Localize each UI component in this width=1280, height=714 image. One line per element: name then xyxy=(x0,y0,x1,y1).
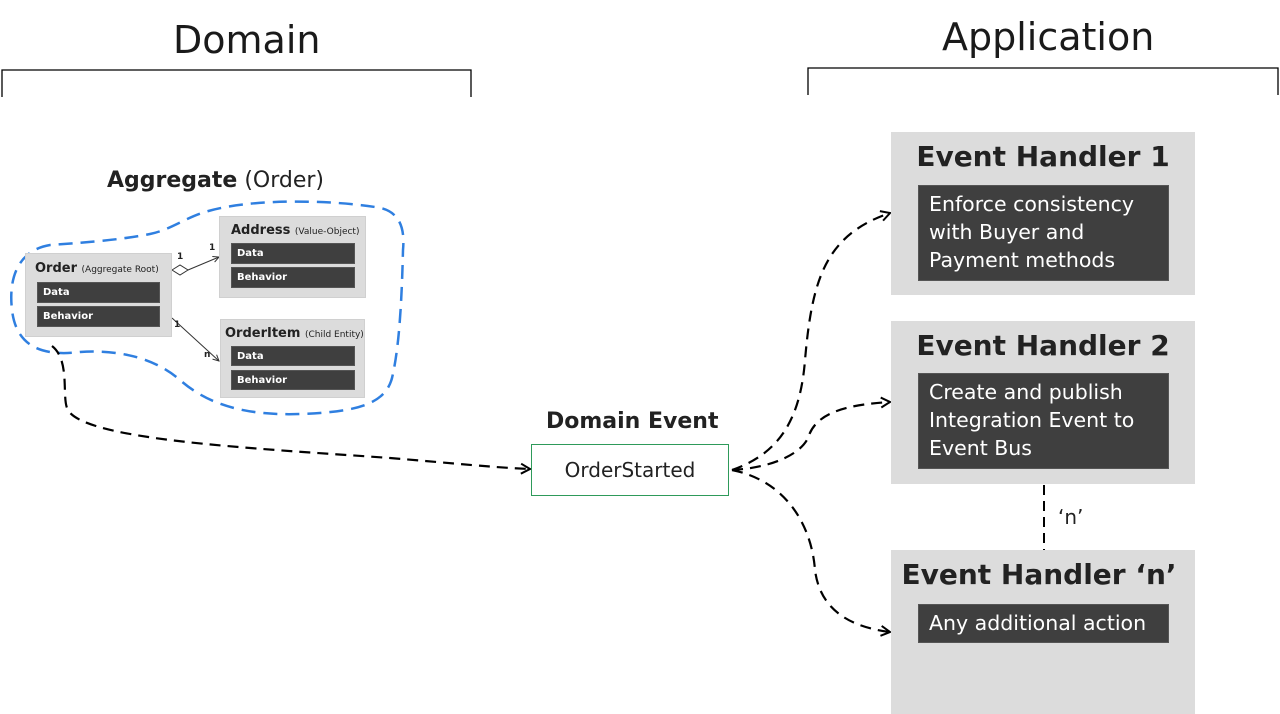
address-entity-name: Address (Value-Object) xyxy=(231,223,359,238)
domain-event-title: Domain Event xyxy=(546,409,719,434)
order-entity: Order (Aggregate Root) Data Behavior xyxy=(25,253,172,337)
order-item-entity: OrderItem (Child Entity) Data Behavior xyxy=(220,319,365,398)
event-handler-1-description: Enforce consistency with Buyer and Payme… xyxy=(918,185,1169,281)
order-to-event-arrow xyxy=(51,345,530,469)
application-bracket xyxy=(807,67,1279,95)
mult-order-address-src: 1 xyxy=(177,252,184,262)
mult-order-address-dst: 1 xyxy=(209,243,216,253)
n-connector-label: ‘n’ xyxy=(1058,505,1084,529)
event-handler-n: Event Handler ‘n’ Any additional action xyxy=(891,550,1195,714)
application-title: Application xyxy=(942,15,1155,59)
handler-1-line-2: with Buyer and xyxy=(929,220,1085,244)
order-address-line xyxy=(187,257,219,271)
order-name: Order xyxy=(35,261,77,276)
event-handler-1: Event Handler 1 Enforce consistency with… xyxy=(891,132,1195,295)
address-behavior-bar: Behavior xyxy=(231,267,355,288)
handler-1-line-3: Payment methods xyxy=(929,248,1116,272)
event-handler-2-title: Event Handler 2 xyxy=(916,329,1170,362)
address-data-bar: Data xyxy=(231,243,355,264)
address-stereotype: (Value-Object) xyxy=(294,227,360,237)
handler-2-line-2: Integration Event to xyxy=(929,408,1135,432)
aggregate-title-rest: (Order) xyxy=(237,168,325,193)
aggregate-title-bold: Aggregate xyxy=(107,168,238,193)
mult-order-item-src: 1 xyxy=(174,320,181,330)
aggregate-boundary xyxy=(10,200,405,416)
order-item-name: OrderItem xyxy=(225,326,301,341)
handler-2-line-3: Event Bus xyxy=(929,436,1032,460)
domain-title: Domain xyxy=(173,18,321,62)
event-handler-n-description: Any additional action xyxy=(918,604,1169,643)
event-handler-2-description: Create and publish Integration Event to … xyxy=(918,373,1169,469)
order-behavior-bar: Behavior xyxy=(37,306,160,327)
order-item-line xyxy=(171,317,219,361)
handler-n-line-1: Any additional action xyxy=(929,611,1147,635)
handler-1-line-1: Enforce consistency xyxy=(929,192,1134,216)
order-entity-name: Order (Aggregate Root) xyxy=(35,261,159,276)
handler-2-line-1: Create and publish xyxy=(929,380,1123,404)
aggregation-diamond xyxy=(171,264,189,276)
address-entity: Address (Value-Object) Data Behavior xyxy=(219,216,366,298)
event-handler-n-title: Event Handler ‘n’ xyxy=(901,558,1177,591)
domain-event-box: OrderStarted xyxy=(531,444,729,496)
aggregate-title: Aggregate (Order) xyxy=(107,168,324,193)
address-name: Address xyxy=(231,223,291,238)
event-handler-2: Event Handler 2 Create and publish Integ… xyxy=(891,321,1195,484)
order-data-bar: Data xyxy=(37,282,160,303)
order-item-entity-name: OrderItem (Child Entity) xyxy=(225,326,364,341)
event-handler-1-title: Event Handler 1 xyxy=(916,140,1170,173)
order-item-data-bar: Data xyxy=(231,346,355,366)
order-stereotype: (Aggregate Root) xyxy=(81,265,159,275)
order-item-stereotype: (Child Entity) xyxy=(304,330,364,340)
domain-bracket xyxy=(1,69,472,97)
mult-order-item-dst: n xyxy=(204,350,211,360)
order-item-behavior-bar: Behavior xyxy=(231,370,355,390)
event-to-handlern-arrow xyxy=(731,468,890,632)
event-to-handler1-arrow xyxy=(731,213,890,472)
